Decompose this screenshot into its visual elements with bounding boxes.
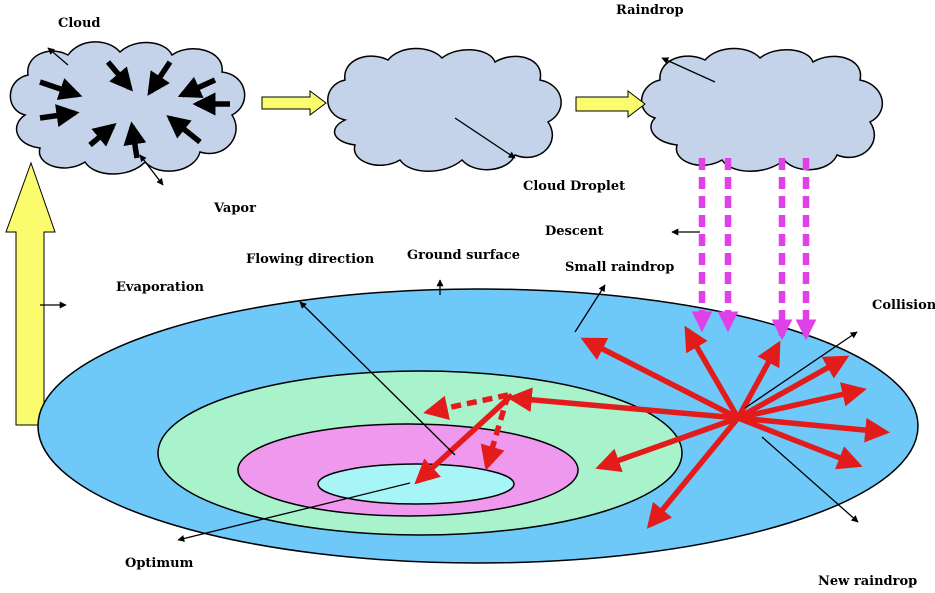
vapor-arrow: [147, 60, 173, 96]
collision-arrow: [646, 416, 741, 529]
collision-arrow: [736, 415, 863, 470]
label-evaporation: Evaporation: [116, 280, 205, 295]
vapor-arrow: [177, 76, 217, 98]
cloud-flow-arrows: [261, 89, 646, 119]
collision-arrow: [507, 387, 739, 421]
vapor-arrow: [39, 104, 80, 128]
collision-arrow: [736, 355, 850, 421]
cloud-droplet-cloud: [327, 47, 562, 172]
pointer-vapor: [139, 154, 164, 186]
collision-arrow: [684, 325, 741, 420]
collision-burst: [414, 325, 890, 529]
vapor-condensation-arrows: [39, 60, 230, 159]
collision-arrow: [735, 340, 781, 420]
vapor-arrow: [166, 115, 202, 145]
pointer-small-raindrop: [574, 284, 606, 333]
pointer-cloud-droplet: [454, 117, 516, 159]
vapor-arrow: [39, 78, 83, 100]
pointer-new-raindrop: [761, 436, 859, 523]
collision-arrow: [414, 392, 514, 485]
label-optimum: Optimum: [125, 556, 194, 571]
flow-arrow-2: [575, 89, 646, 119]
raindrop-cloud: [640, 47, 884, 172]
label-collision: Collision: [872, 298, 935, 313]
flow-arrow-1: [261, 90, 327, 116]
label-descent: Descent: [545, 224, 604, 239]
label-flowing-direction: Flowing direction: [246, 252, 375, 267]
collision-arrow: [595, 415, 739, 473]
pointer-cloud: [47, 47, 69, 66]
pointer-collision: [744, 331, 858, 409]
collision-arrow: [737, 415, 890, 443]
label-new-raindrop: New raindrop: [818, 574, 917, 589]
collision-arrow: [737, 382, 867, 421]
label-cloud: Cloud: [58, 16, 101, 31]
evaporation-arrow: [5, 161, 56, 426]
vapor-arrow: [123, 121, 147, 159]
descent-arrows: [691, 158, 817, 341]
collision-arrow: [580, 337, 740, 421]
pointer-raindrop: [661, 57, 716, 83]
collision-arrow-dashed: [480, 394, 511, 471]
label-ground-surface: Ground surface: [407, 248, 520, 263]
pointer-flowing-direction: [299, 301, 456, 456]
collision-arrow-dashed: [423, 392, 509, 420]
label-cloud-droplet: Cloud Droplet: [523, 179, 625, 194]
vapor-cloud: [9, 41, 246, 175]
vapor-arrow: [105, 60, 133, 92]
label-vapor: Vapor: [213, 201, 256, 216]
pointer-optimum: [177, 482, 411, 542]
label-small-raindrop: Small raindrop: [565, 260, 674, 275]
label-raindrop: Raindrop: [616, 3, 684, 18]
label-pointers: [40, 47, 859, 542]
vapor-arrow: [88, 123, 117, 148]
